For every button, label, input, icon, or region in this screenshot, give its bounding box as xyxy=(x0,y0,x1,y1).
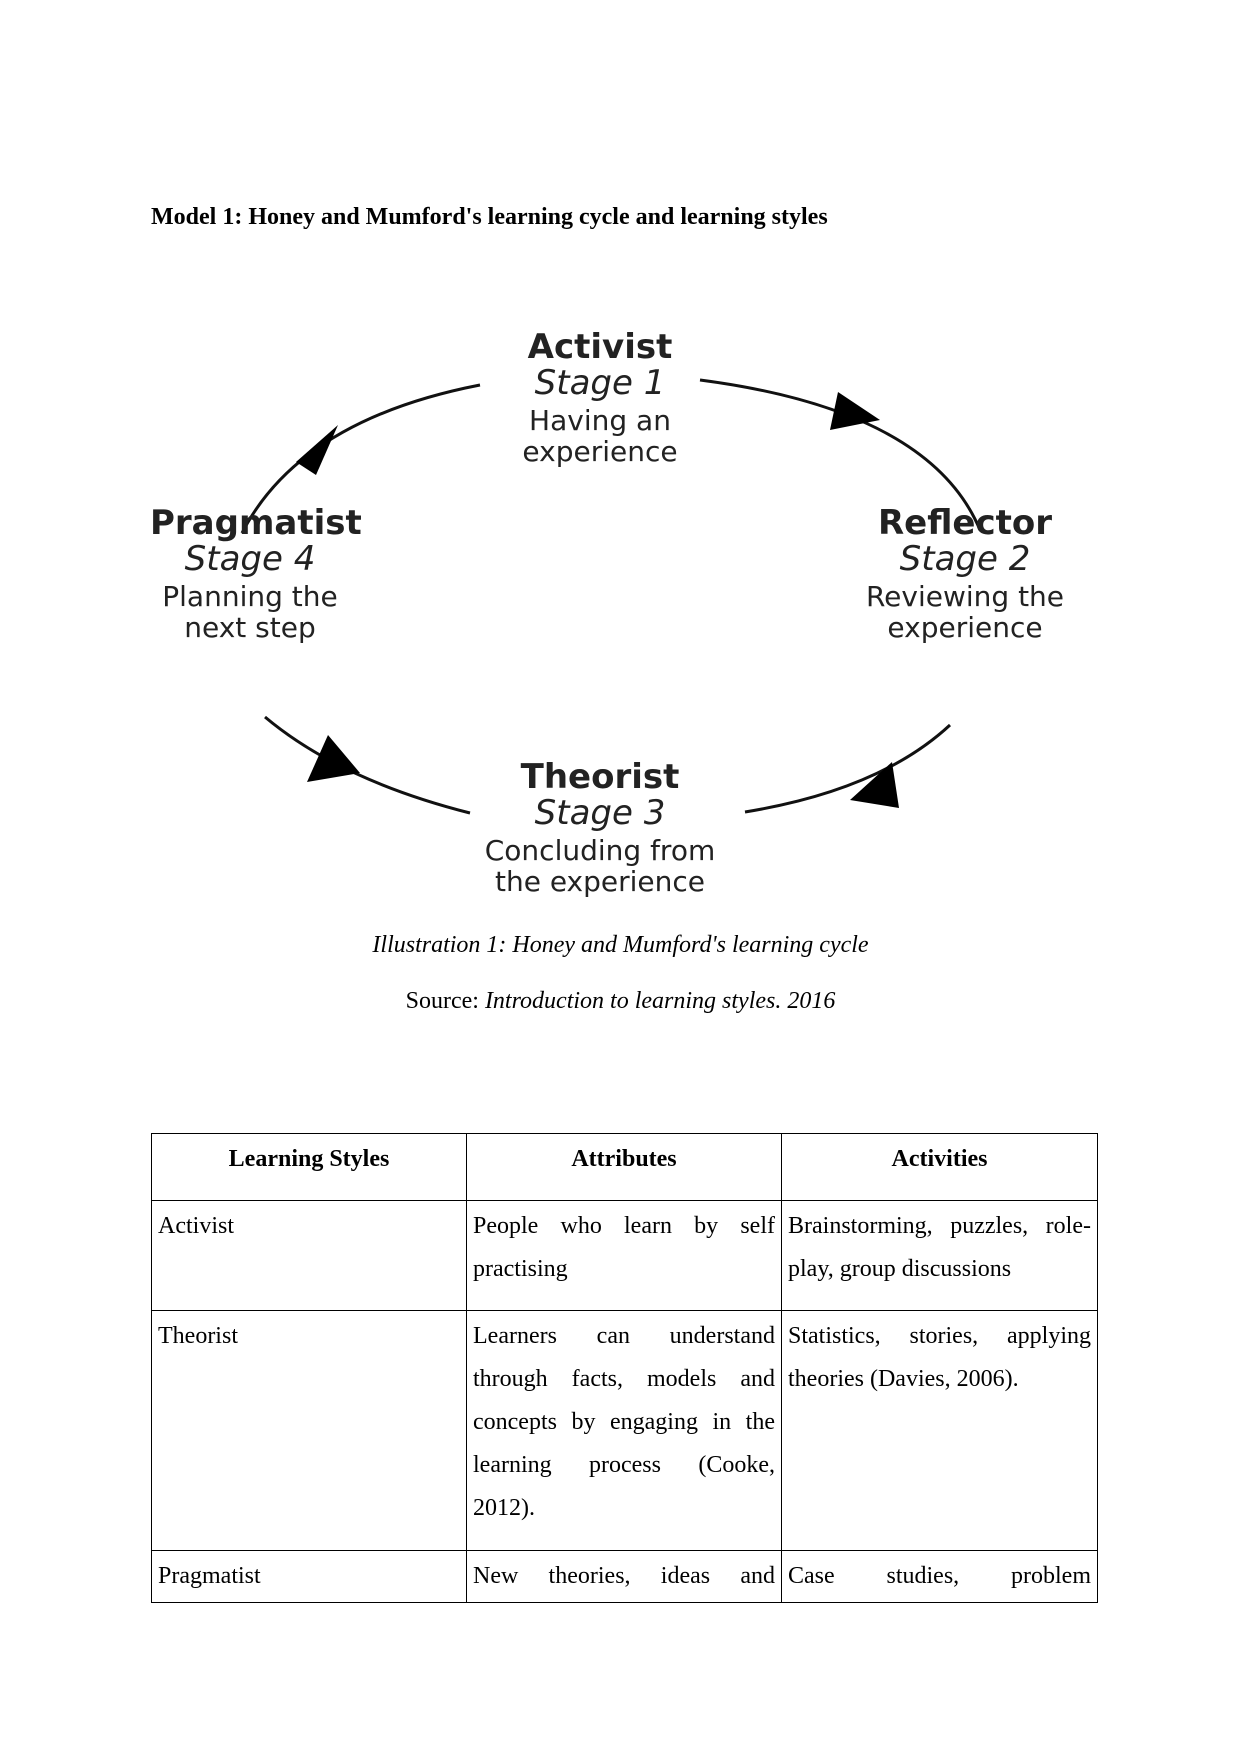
column-header: Attributes xyxy=(466,1133,782,1201)
cell-style: Activist xyxy=(151,1200,467,1311)
table-header-row: Learning Styles Attributes Activities xyxy=(151,1133,1098,1201)
cell-attributes: Learners can understand through facts, m… xyxy=(466,1310,782,1551)
stage-description: Planning the next step xyxy=(150,580,350,644)
stage-description-line: experience xyxy=(887,610,1043,644)
cell-style: Theorist xyxy=(151,1310,467,1551)
stage-description-line: Reviewing the xyxy=(865,580,1065,613)
stage-description-line: experience xyxy=(522,434,678,468)
stage-description-line: the experience xyxy=(494,864,706,898)
cell-attributes: New theories, ideas and xyxy=(466,1550,782,1603)
stage-reflector: Reflector Stage 2 Reviewing the experien… xyxy=(830,506,1100,644)
table-row: Theorist Learners can understand through… xyxy=(151,1310,1098,1551)
stage-description-line: Planning the xyxy=(162,580,338,613)
stage-number: Stage 2 xyxy=(899,539,1031,579)
section-heading: Model 1: Honey and Mumford's learning cy… xyxy=(151,204,828,230)
stage-description: Having an experience xyxy=(450,404,750,468)
illustration-caption: Illustration 1: Honey and Mumford's lear… xyxy=(372,932,869,958)
source-label: Source: xyxy=(405,988,485,1014)
column-header: Activities xyxy=(781,1133,1098,1201)
stage-description-line: next step xyxy=(184,610,316,644)
stage-description: Reviewing the experience xyxy=(830,580,1100,644)
cycle-arrows xyxy=(240,378,982,815)
arrowhead-1-icon xyxy=(830,392,880,430)
cell-style: Pragmatist xyxy=(151,1550,467,1603)
source-caption: Source: Introduction to learning styles.… xyxy=(0,988,1241,1015)
stage-name: Activist xyxy=(527,327,673,367)
stage-name: Theorist xyxy=(520,757,680,797)
stage-number: Stage 4 xyxy=(184,539,316,579)
stage-description: Concluding from the experience xyxy=(440,834,760,898)
stage-theorist: Theorist Stage 3 Concluding from the exp… xyxy=(440,760,760,898)
stage-name: Pragmatist xyxy=(150,503,362,543)
learning-styles-table: Learning Styles Attributes Activities Ac… xyxy=(151,1133,1098,1603)
arrowhead-4-icon xyxy=(296,425,338,475)
stage-number: Stage 1 xyxy=(534,363,666,403)
cell-activities: Brainstorming, puzzles, role-play, group… xyxy=(781,1200,1098,1311)
cell-activities: Case studies, problem xyxy=(781,1550,1098,1603)
arrowhead-3-icon xyxy=(307,735,360,782)
learning-cycle-diagram: Activist Stage 1 Having an experience Re… xyxy=(150,330,1100,910)
stage-description-line: Having an xyxy=(529,404,671,437)
source-text: Introduction to learning styles. 2016 xyxy=(484,988,836,1014)
table-row: Activist People who learn by self practi… xyxy=(151,1200,1098,1311)
cell-activities: Statistics, stories, applying theories (… xyxy=(781,1310,1098,1551)
stage-pragmatist: Pragmatist Stage 4 Planning the next ste… xyxy=(150,503,362,644)
stage-name: Reflector xyxy=(877,503,1053,543)
column-header: Learning Styles xyxy=(151,1133,467,1201)
arc-reflector-to-theorist xyxy=(744,723,952,814)
stage-number: Stage 3 xyxy=(534,793,666,833)
arc-activist-to-reflector xyxy=(699,378,982,531)
arrowhead-2-icon xyxy=(850,762,899,808)
cell-attributes: People who learn by self practising xyxy=(466,1200,782,1311)
table-row: Pragmatist New theories, ideas and Case … xyxy=(151,1550,1098,1603)
stage-activist: Activist Stage 1 Having an experience xyxy=(450,330,750,468)
stage-description-line: Concluding from xyxy=(484,834,716,867)
